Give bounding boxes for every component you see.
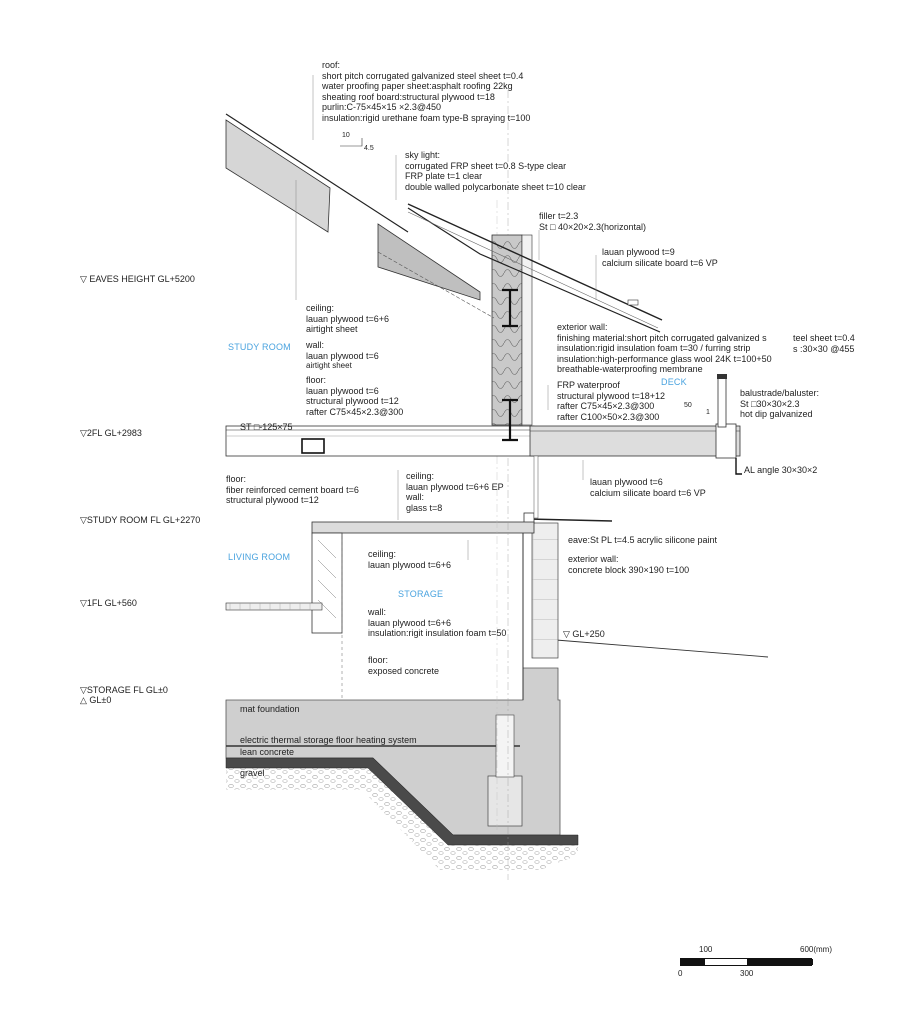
floor-fiber-note: floor: fiber reinforced cement board t=6…: [226, 474, 359, 506]
slope-run: 10: [342, 132, 350, 139]
roof-note: roof: short pitch corrugated galvanized …: [322, 60, 531, 123]
frp-note: FRP waterproof structural plywood t=18+1…: [557, 380, 666, 422]
scale-label-600: 600(mm): [800, 945, 833, 954]
deck-slab: [529, 425, 741, 457]
study-floor-slab: [311, 521, 535, 534]
lean-concrete: [225, 757, 579, 846]
mullion: [533, 455, 539, 519]
scale-label-300: 300: [740, 969, 754, 978]
lean-concrete-label: lean concrete: [240, 747, 295, 757]
lauan-plywood-top-note: lauan plywood t=9 calcium silicate board…: [602, 247, 718, 268]
eaves-height-level: ▽ EAVES HEIGHT GL+5200: [80, 274, 195, 284]
level-gl250: ▽ GL+250: [563, 629, 605, 639]
interior-lower-group: [225, 90, 535, 880]
roof-upper-finish: [225, 113, 341, 189]
h-steel-upper: [502, 288, 518, 328]
al-angle-note: AL angle 30×30×2: [744, 465, 818, 475]
scale-label-0: 0: [678, 969, 683, 978]
roof-sheath-line: [407, 211, 659, 329]
wall-storage-note: wall: lauan plywood t=6+6 insulation:rig…: [368, 607, 507, 639]
mat-foundation-label: mat foundation: [240, 704, 300, 714]
level-2fl: ▽2FL GL+2983: [80, 428, 142, 438]
second-floor-group: [225, 374, 742, 475]
roof-ceiling-line: [377, 251, 495, 319]
level-gl0: △ GL±0: [80, 695, 112, 705]
ceiling-study-note: ceiling: lauan plywood t=6+6 airtight sh…: [306, 303, 390, 335]
wall-outer-sheet: [521, 234, 533, 426]
level-study-fl: ▽STUDY ROOM FL GL+2270: [80, 515, 201, 525]
steel-sheet-note: teel sheet t=0.4 s :30×30 @455: [793, 333, 855, 354]
eave-plate: [527, 518, 613, 522]
gravel-label: gravel: [240, 768, 265, 778]
leader-lines: [295, 155, 597, 560]
roof-upper-panel: [225, 119, 331, 233]
roof-lower-panel: [377, 223, 481, 301]
scale-seg-2: [747, 959, 813, 965]
concrete-block-wall: [531, 522, 559, 659]
2fl-floor-beam: [225, 425, 535, 457]
wall-insulation: [491, 234, 523, 426]
ceiling-ep-note: ceiling: lauan plywood t=6+6 EP wall: gl…: [406, 471, 504, 513]
left-wall-column: [311, 532, 343, 634]
lauan-plywood-mid-note: lauan plywood t=6 calcium silicate board…: [590, 477, 706, 498]
wall-study-note: wall: lauan plywood t=6 airtight sheet: [306, 340, 379, 371]
roof-finish-line: [407, 203, 663, 321]
slope-rise: 4.5: [364, 145, 374, 152]
level-storage-fl: ▽STORAGE FL GL±0: [80, 685, 168, 695]
deck-end-cap: [715, 423, 737, 459]
lower-wall-group: [523, 512, 613, 659]
1fl-slab: [225, 602, 323, 611]
pier-foot: [487, 775, 523, 827]
room-storage: STORAGE: [398, 589, 444, 599]
filler-note: filler t=2.3 St □ 40×20×2.3(horizontal): [539, 211, 647, 232]
al-angle: [735, 458, 742, 475]
floor-heating-label: electric thermal storage floor heating s…: [240, 735, 417, 745]
exterior-wall-lower-note: exterior wall: concrete block 390×190 t=…: [568, 554, 690, 575]
eave-bracket: [523, 512, 535, 524]
1fl-slab-ticks: [229, 603, 311, 610]
ground-line: [555, 639, 769, 658]
balustrade-note: balustrade/baluster: St □30×30×2.3 hot d…: [740, 388, 820, 420]
deck-slope-run: 50: [684, 402, 692, 409]
deck-slope-rise: 1: [706, 409, 710, 416]
scale-seg-1: [681, 959, 705, 965]
room-deck: DECK: [661, 377, 687, 387]
scale-label-100: 100: [699, 945, 713, 954]
floor-storage-note: floor: exposed concrete: [368, 655, 440, 676]
st-beam-section: [301, 438, 325, 454]
roof-group: [225, 75, 663, 333]
skylight-note: sky light: corrugated FRP sheet t=0.8 S-…: [405, 150, 586, 192]
h-steel-lower: [502, 398, 518, 442]
ceiling-living-note: ceiling: lauan plywood t=6+6: [368, 549, 452, 570]
scale-bar: [680, 958, 813, 966]
room-study: STUDY ROOM: [228, 342, 291, 352]
exterior-wall-upper-note: exterior wall: finishing material:short …: [557, 322, 772, 375]
wall-core-group: [491, 234, 539, 519]
foundation-group: [225, 639, 769, 870]
level-1fl: ▽1FL GL+560: [80, 598, 137, 608]
roof-end-detail: [627, 299, 639, 306]
floor-study-note: floor: lauan plywood t=6 structural plyw…: [306, 375, 404, 417]
st-beam-label: ST □-125×75: [240, 422, 293, 432]
left-wall-hatch: [317, 539, 337, 619]
baluster-post: [717, 376, 727, 428]
slope-triangle: [340, 138, 363, 147]
eave-note: eave:St PL t=4.5 acrylic silicone paint: [568, 535, 717, 545]
room-living: LIVING ROOM: [228, 552, 291, 562]
pier-post: [495, 714, 515, 778]
baluster-cap: [717, 374, 727, 379]
